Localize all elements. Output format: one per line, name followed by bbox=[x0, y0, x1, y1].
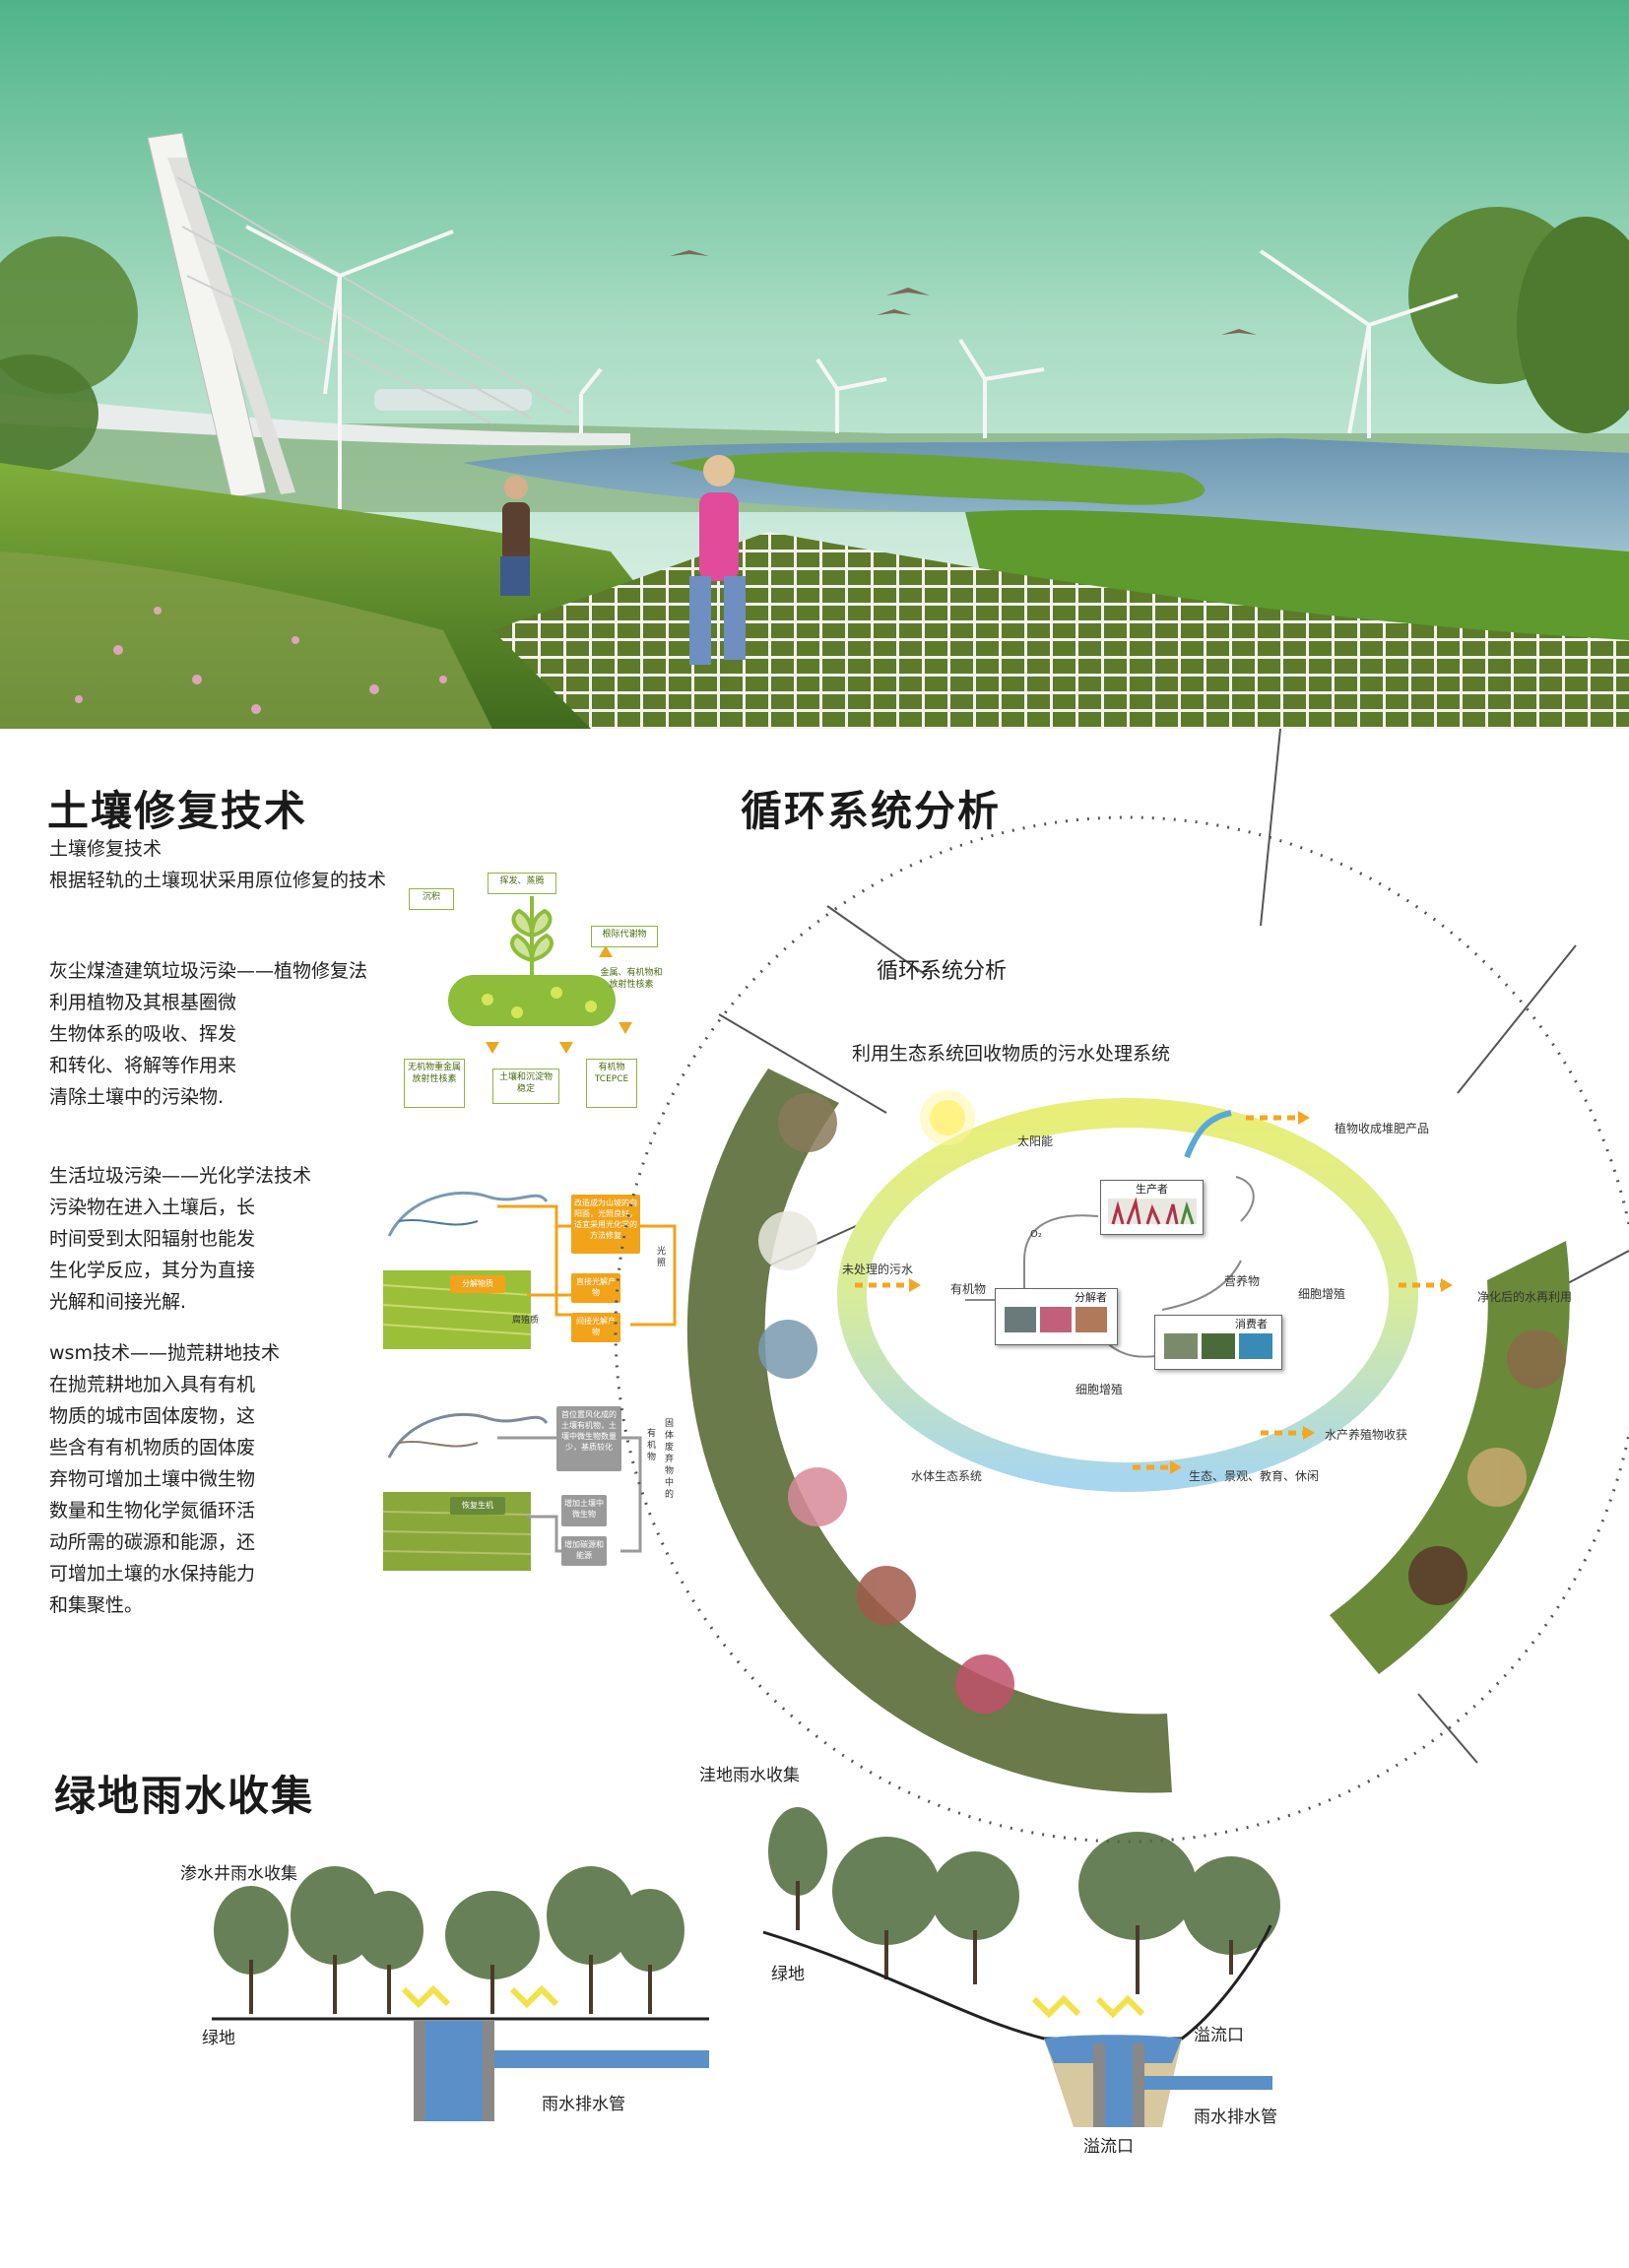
plant-box-volatilize: 挥发、蒸腾 bbox=[488, 873, 556, 894]
plant-box-metal: 金属、有机物和放射性核素 bbox=[600, 968, 663, 990]
plant-box-stabilize: 土壤和沉淀物稳定 bbox=[492, 1069, 559, 1104]
label-in-water: 未处理的污水 bbox=[842, 1263, 914, 1276]
photo-chemical-diagram: 改造成为山坡的向阳面，光照良好，适宜采用光化学的方法修复 直接光解产物 间接光解… bbox=[379, 1177, 694, 1354]
soil-block-line: 动所需的碳源和能源，还 bbox=[49, 1531, 256, 1553]
infiltration-well-section bbox=[212, 1866, 709, 2121]
card-consumer: 消费者 bbox=[1154, 1315, 1282, 1370]
wsm-box-carbon: 增加碳源和能源 bbox=[561, 1536, 607, 1566]
label-out-water: 净化后的水再利用 bbox=[1477, 1290, 1573, 1304]
photo-label-light: 光照 bbox=[657, 1247, 667, 1268]
wsm-label-organic: 有机物 bbox=[647, 1429, 657, 1462]
card-producer: 生产者 bbox=[1100, 1180, 1204, 1235]
card-decomposer-label: 分解者 bbox=[1075, 1291, 1107, 1304]
photo-box-direct: 直接光解产物 bbox=[571, 1273, 620, 1303]
wsm-box-microbe: 增加土壤中微生物 bbox=[561, 1495, 607, 1526]
soil-block-wsm: wsm技术——抛荒耕地技术 在抛荒耕地加入具有有机 物质的城市固体废物，这 些含… bbox=[49, 1337, 443, 1621]
label-aqua: 水产养殖物收获 bbox=[1325, 1428, 1408, 1442]
card-producer-label: 生产者 bbox=[1136, 1183, 1168, 1196]
soil-block-line: 生物体系的吸收、挥发 bbox=[49, 1023, 237, 1045]
soil-block-line: 可增加土壤的水保持能力 bbox=[49, 1563, 256, 1585]
soil-block-line: 利用植物及其根基圈微 bbox=[49, 992, 237, 1013]
plant-remediation-diagram: 沉积 挥发、蒸腾 根际代谢物 金属、有机物和放射性核素 无机物重金属放射性核素 … bbox=[399, 867, 694, 1123]
soil-block-line: 物质的城市固体废物，这 bbox=[49, 1405, 256, 1427]
soil-block-line: 光解和间接光解. bbox=[49, 1291, 187, 1313]
card-consumer-label: 消费者 bbox=[1235, 1318, 1268, 1330]
photo-label-humus: 腐殖质 bbox=[512, 1316, 540, 1326]
soil-block-line: 时间受到太阳辐射也能发 bbox=[49, 1228, 256, 1250]
producer-thumb bbox=[1107, 1197, 1197, 1225]
hero-illustration bbox=[0, 0, 1629, 729]
rain-right-overflow-bottom: 溢流口 bbox=[1083, 2137, 1134, 2157]
plant-box-organic: 有机物TCEPCE bbox=[586, 1059, 637, 1108]
rain-left-caption: 渗水井雨水收集 bbox=[180, 1864, 297, 1884]
decomposer-thumb bbox=[1004, 1307, 1107, 1332]
hero-scene bbox=[0, 0, 1629, 729]
soil-block-plant: 灰尘煤渣建筑垃圾污染——植物修复法 利用植物及其根基圈微 生物体系的吸收、挥发 … bbox=[49, 955, 443, 1113]
plant-box-root: 根际代谢物 bbox=[591, 926, 658, 947]
soil-section-title: 土壤修复技术 bbox=[47, 787, 308, 835]
consumer-thumb bbox=[1163, 1333, 1272, 1359]
label-organic: 有机物 bbox=[950, 1282, 987, 1296]
soil-block-line: 在抛荒耕地加入具有有机 bbox=[49, 1374, 256, 1395]
card-decomposer: 分解者 bbox=[995, 1288, 1118, 1345]
label-plant-product: 植物收成堆肥产品 bbox=[1335, 1122, 1430, 1135]
soil-block-line: wsm技术——抛荒耕地技术 bbox=[49, 1342, 280, 1364]
label-water-eco: 水体生态系统 bbox=[911, 1469, 983, 1483]
soil-block-photo: 生活垃圾污染——光化学法技术 污染物在进入土壤后，长 时间受到太阳辐射也能发 生… bbox=[49, 1160, 443, 1318]
wsm-box-soil: 首位置风化成的土壤有机物，土壤中微生物数量少，基质较化 bbox=[556, 1406, 621, 1471]
wsm-diagram: 首位置风化成的土壤有机物，土壤中微生物数量少，基质较化 增加土壤中微生物 增加碳… bbox=[379, 1398, 694, 1576]
soil-block-line: 和转化、将解等作用来 bbox=[49, 1055, 237, 1076]
swale-section bbox=[762, 1807, 1280, 2127]
rain-left-green-label: 绿地 bbox=[202, 2029, 235, 2048]
soil-block-line: 数量和生物化学氮循环活 bbox=[49, 1500, 256, 1522]
label-nutrient: 营养物 bbox=[1224, 1274, 1261, 1288]
soil-intro-line: 根据轻轨的土壤现状采用原位修复的技术 bbox=[49, 870, 387, 891]
rain-section-title: 绿地雨水收集 bbox=[54, 1772, 315, 1820]
plant-diagram-art bbox=[448, 875, 632, 1054]
soil-intro: 土壤修复技术 根据轻轨的土壤现状采用原位修复的技术 bbox=[49, 833, 463, 896]
rain-right-overflow-top: 溢流口 bbox=[1194, 2026, 1244, 2045]
wsm-label-revive: 恢复生机 bbox=[450, 1497, 505, 1515]
soil-intro-line: 土壤修复技术 bbox=[49, 838, 163, 860]
cycle-section-title: 循环系统分析 bbox=[741, 787, 1002, 835]
cycle-subtitle: 利用生态系统回收物质的污水处理系统 bbox=[852, 1043, 1171, 1065]
soil-block-line: 生活垃圾污染——光化学法技术 bbox=[49, 1165, 312, 1187]
label-o2: O₂ bbox=[1030, 1229, 1042, 1240]
wsm-label-waste: 固体废弃物中的 bbox=[665, 1419, 675, 1500]
rain-left-pipe-label: 雨水排水管 bbox=[542, 2095, 625, 2114]
soil-block-line: 生化学反应，其分为直接 bbox=[49, 1260, 256, 1281]
photo-box-slope: 改造成为山坡的向阳面，光照良好，适宜采用光化学的方法修复 bbox=[571, 1195, 640, 1254]
label-eco: 生态、景观、教育、休闲 bbox=[1189, 1469, 1320, 1483]
label-cell-growth-1: 细胞增殖 bbox=[1298, 1287, 1346, 1301]
soil-block-line: 弃物可增加土壤中微生物 bbox=[49, 1468, 256, 1490]
rain-right-green-label: 绿地 bbox=[771, 1965, 805, 1984]
soil-block-line: 灰尘煤渣建筑垃圾污染——植物修复法 bbox=[49, 960, 368, 982]
soil-block-line: 清除土壤中的污染物. bbox=[49, 1086, 225, 1108]
plant-box-deposit: 沉积 bbox=[409, 888, 454, 910]
photo-box-indirect: 间接光解产物 bbox=[571, 1313, 620, 1342]
soil-block-line: 污染物在进入土壤后，长 bbox=[49, 1197, 256, 1218]
plant-box-inorganic: 无机物重金属放射性核素 bbox=[404, 1059, 465, 1108]
label-cell-growth-2: 细胞增殖 bbox=[1075, 1383, 1124, 1396]
photo-label-decomp: 分解物质 bbox=[450, 1275, 505, 1293]
rain-right-caption: 洼地雨水收集 bbox=[699, 1766, 800, 1785]
cycle-inner-title: 循环系统分析 bbox=[877, 959, 1008, 984]
rain-right-pipe-label: 雨水排水管 bbox=[1194, 2107, 1277, 2127]
label-sun: 太阳能 bbox=[1017, 1134, 1054, 1148]
soil-block-line: 些含有有机物质的固体废 bbox=[49, 1437, 256, 1458]
soil-block-line: 和集聚性。 bbox=[49, 1594, 144, 1616]
